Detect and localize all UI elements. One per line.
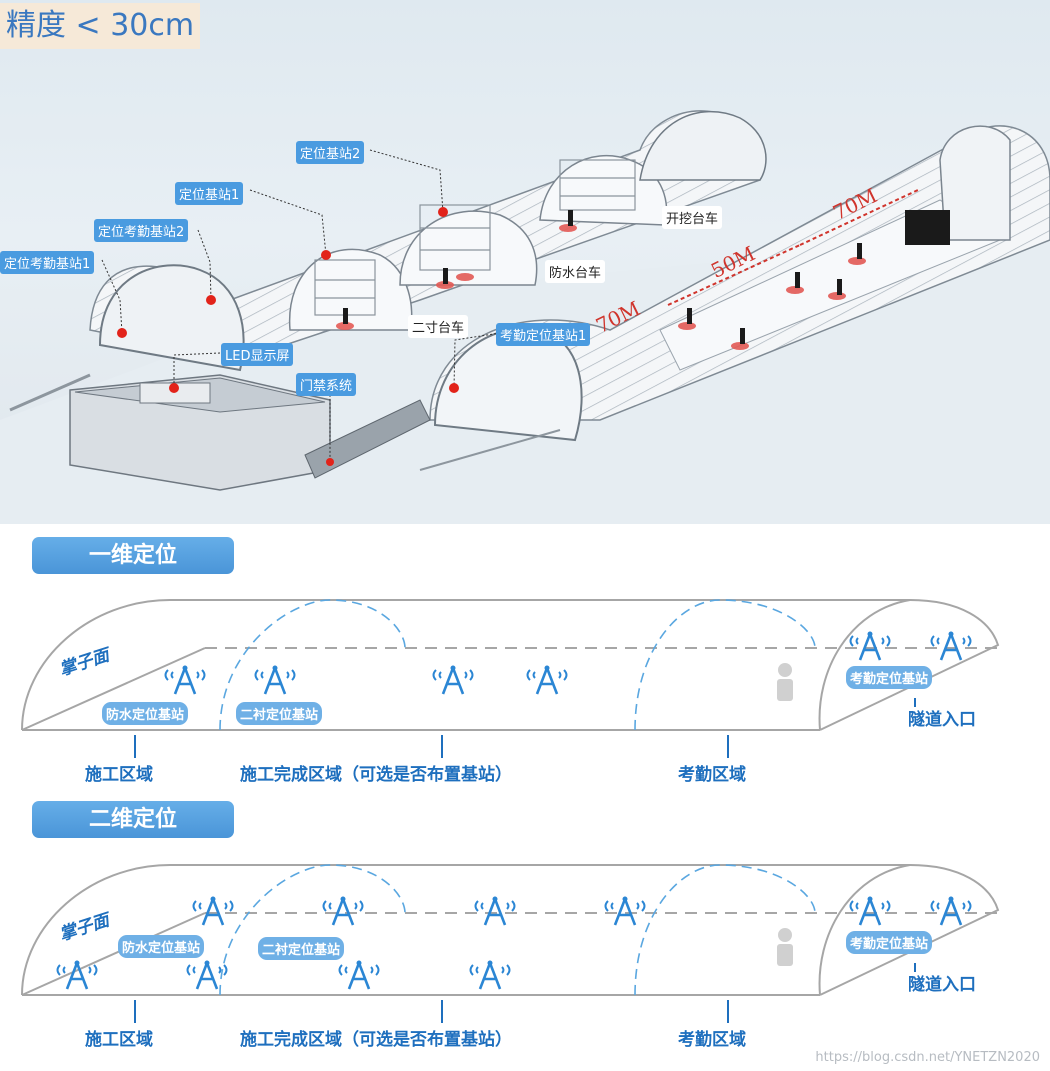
antenna-icon (334, 957, 384, 991)
tunnel-entrance-label: 隧道入口 (908, 710, 976, 730)
callout-attend-station1: 定位考勤基站1 (0, 251, 95, 274)
tunnel-entrance-label: 隧道入口 (908, 975, 976, 995)
callout-gate: 门禁系统 (296, 373, 357, 396)
callout-attend-station2: 定位考勤基站2 (94, 219, 189, 242)
tag-attendance-station: 考勤定位基站 (846, 666, 933, 689)
antenna-icon (160, 662, 210, 696)
tag-waterproof-station: 防水定位基站 (102, 702, 189, 725)
zone-completed: 施工完成区域（可选是否布置基站） (240, 765, 512, 785)
label-waterproof-trolley: 防水台车 (545, 260, 606, 283)
diagram-2d: 掌子面 防水定位基站 二衬定位基站 考勤定位基站 隧道入口 施工区域 施工完成区… (0, 855, 1050, 1065)
callout-led: LED显示屏 (221, 343, 294, 366)
tag-lining-station: 二衬定位基站 (258, 937, 345, 960)
antenna-icon (522, 662, 572, 696)
callout-station1: 定位基站1 (175, 182, 244, 205)
section-title-1d: 一维定位 (32, 537, 234, 574)
zone-completed: 施工完成区域（可选是否布置基站） (240, 1030, 512, 1050)
callout-attend-loc-station1: 考勤定位基站1 (496, 323, 591, 346)
zone-attendance: 考勤区域 (678, 765, 746, 785)
section-title-2d: 二维定位 (32, 801, 234, 838)
antenna-icon (600, 893, 650, 927)
callout-station2: 定位基站2 (296, 141, 365, 164)
antenna-icon (845, 628, 895, 662)
antenna-icon (318, 893, 368, 927)
tunnel-illustration: 精度 < 30cm 定位基站2 定位基站1 定位考勤基站2 定位考勤基站1 LE… (0, 0, 1050, 524)
diagram-2d-lines (21, 864, 1000, 1023)
tag-attendance-station: 考勤定位基站 (846, 931, 933, 954)
antenna-icon (182, 957, 232, 991)
precision-label: 精度 < 30cm (0, 3, 201, 49)
antenna-icon (926, 628, 976, 662)
antenna-icon (470, 893, 520, 927)
zone-construction: 施工区域 (85, 1030, 153, 1050)
antenna-icon (188, 893, 238, 927)
zone-construction: 施工区域 (85, 765, 153, 785)
antenna-icon (845, 893, 895, 927)
antenna-icon (428, 662, 478, 696)
tunnel-scene (0, 110, 1050, 524)
label-lining-trolley: 二寸台车 (408, 315, 469, 338)
label-excavation-trolley: 开挖台车 (662, 206, 723, 229)
diagram-1d: 掌子面 防水定位基站 二衬定位基站 考勤定位基站 隧道入口 施工区域 施工完成区… (0, 590, 1050, 800)
antenna-icon (52, 957, 102, 991)
watermark: https://blog.csdn.net/YNETZN2020 (815, 1050, 1040, 1065)
tag-waterproof-station: 防水定位基站 (118, 935, 205, 958)
zone-attendance: 考勤区域 (678, 1030, 746, 1050)
antenna-icon (926, 893, 976, 927)
antenna-icon (250, 662, 300, 696)
tag-lining-station: 二衬定位基站 (236, 702, 323, 725)
antenna-icon (465, 957, 515, 991)
